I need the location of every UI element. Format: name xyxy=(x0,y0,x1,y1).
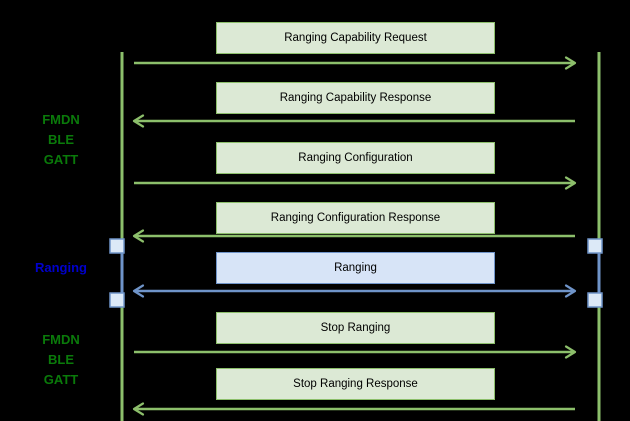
arrows-group xyxy=(132,56,577,416)
arrowhead-right xyxy=(564,176,577,190)
message-arrow-4 xyxy=(132,284,577,298)
activation-right-top xyxy=(587,238,603,254)
message-box-ranging-configuration: Ranging Configuration xyxy=(216,142,495,174)
arrowhead-right xyxy=(564,284,577,298)
message-arrow-0 xyxy=(134,56,577,70)
phase-label-1: Ranging xyxy=(35,260,87,275)
message-box-stop-ranging: Stop Ranging xyxy=(216,312,495,344)
arrowhead-left xyxy=(132,114,145,128)
activation-right-bottom xyxy=(587,292,603,308)
activation-boxes-group xyxy=(109,238,603,308)
message-arrow-6 xyxy=(132,402,575,416)
activation-left-top xyxy=(109,238,125,254)
message-arrow-1 xyxy=(132,114,575,128)
message-box-ranging-configuration-response: Ranging Configuration Response xyxy=(216,202,495,234)
message-arrow-5 xyxy=(134,345,577,359)
message-box-ranging-capability-response: Ranging Capability Response xyxy=(216,82,495,114)
message-box-stop-ranging-response: Stop Ranging Response xyxy=(216,368,495,400)
message-arrow-3 xyxy=(132,229,575,243)
arrowhead-right xyxy=(564,56,577,70)
message-box-ranging-capability-request: Ranging Capability Request xyxy=(216,22,495,54)
phase-label-2: FMDN BLE GATT xyxy=(42,332,80,387)
message-box-ranging: Ranging xyxy=(216,252,495,284)
message-arrow-2 xyxy=(134,176,577,190)
phase-label-0: FMDN BLE GATT xyxy=(42,112,80,167)
arrowhead-right xyxy=(564,345,577,359)
arrowhead-left xyxy=(132,402,145,416)
arrowhead-left xyxy=(132,284,145,298)
arrowhead-left xyxy=(132,229,145,243)
activation-left-bottom xyxy=(109,292,125,308)
